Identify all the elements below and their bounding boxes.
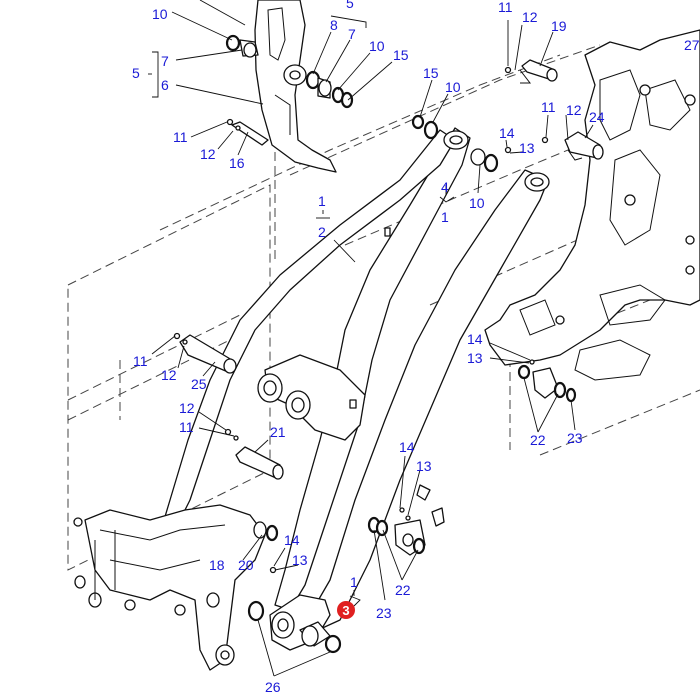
callout-10: 10 — [469, 195, 485, 211]
callout-7: 7 — [348, 26, 356, 42]
callout-13: 13 — [467, 350, 483, 366]
callout-12: 12 — [179, 400, 195, 416]
callout-14: 14 — [399, 439, 415, 455]
callout-22: 22 — [395, 582, 411, 598]
callout-15: 15 — [423, 65, 439, 81]
highlight-marker[interactable]: 3 — [337, 601, 355, 619]
callout-10: 10 — [369, 38, 385, 54]
callout-10: 10 — [152, 6, 168, 22]
callout-11: 11 — [133, 353, 148, 369]
callout-7: 7 — [161, 53, 169, 69]
callout-20: 20 — [238, 557, 254, 573]
callout-5: 5 — [132, 65, 140, 81]
callout-19: 19 — [551, 18, 567, 34]
callout-8: 8 — [330, 17, 338, 33]
callout-1: 1 — [350, 574, 358, 590]
callout-14: 14 — [467, 331, 483, 347]
callout-12: 12 — [522, 9, 538, 25]
callout-1: 1 — [441, 209, 449, 225]
callout-23: 23 — [376, 605, 392, 621]
callout-2: 2 — [318, 224, 326, 240]
callout-16: 16 — [229, 155, 245, 171]
lower-frame — [73, 504, 266, 671]
callout-12: 12 — [161, 367, 177, 383]
leader-lines — [148, 0, 594, 677]
marker-dot[interactable] — [337, 601, 355, 619]
callout-14: 14 — [284, 532, 300, 548]
callout-22: 22 — [530, 432, 546, 448]
callout-25: 25 — [191, 376, 207, 392]
callout-11: 11 — [179, 419, 194, 435]
pins-and-seals — [173, 34, 604, 654]
callout-11: 11 — [498, 0, 513, 15]
callout-23: 23 — [567, 430, 583, 446]
marker-label: 3 — [342, 603, 349, 618]
callout-24: 24 — [589, 109, 605, 125]
callout-12: 12 — [200, 146, 216, 162]
callout-13: 13 — [416, 458, 432, 474]
bucket-linkage — [254, 0, 337, 173]
loader-arms — [157, 127, 550, 651]
callout-18: 18 — [209, 557, 225, 573]
callout-21: 21 — [270, 424, 286, 440]
callout-15: 15 — [393, 47, 409, 63]
callout-13: 13 — [519, 140, 535, 156]
callout-10: 10 — [445, 79, 461, 95]
callout-13: 13 — [292, 552, 308, 568]
callout-12: 12 — [566, 102, 582, 118]
callout-4: 4 — [441, 179, 449, 195]
callout-labels: 10 5 8 7 10 15 7 5 6 11 12 16 1 2 11 12 … — [132, 0, 700, 695]
callout-1: 1 — [318, 193, 326, 209]
callout-6: 6 — [161, 77, 169, 93]
callout-11: 11 — [173, 129, 188, 145]
callout-14: 14 — [499, 125, 515, 141]
callout-26: 26 — [265, 679, 281, 695]
callout-5: 5 — [346, 0, 354, 11]
callout-27: 27 — [684, 37, 700, 53]
callout-11: 11 — [541, 99, 556, 115]
